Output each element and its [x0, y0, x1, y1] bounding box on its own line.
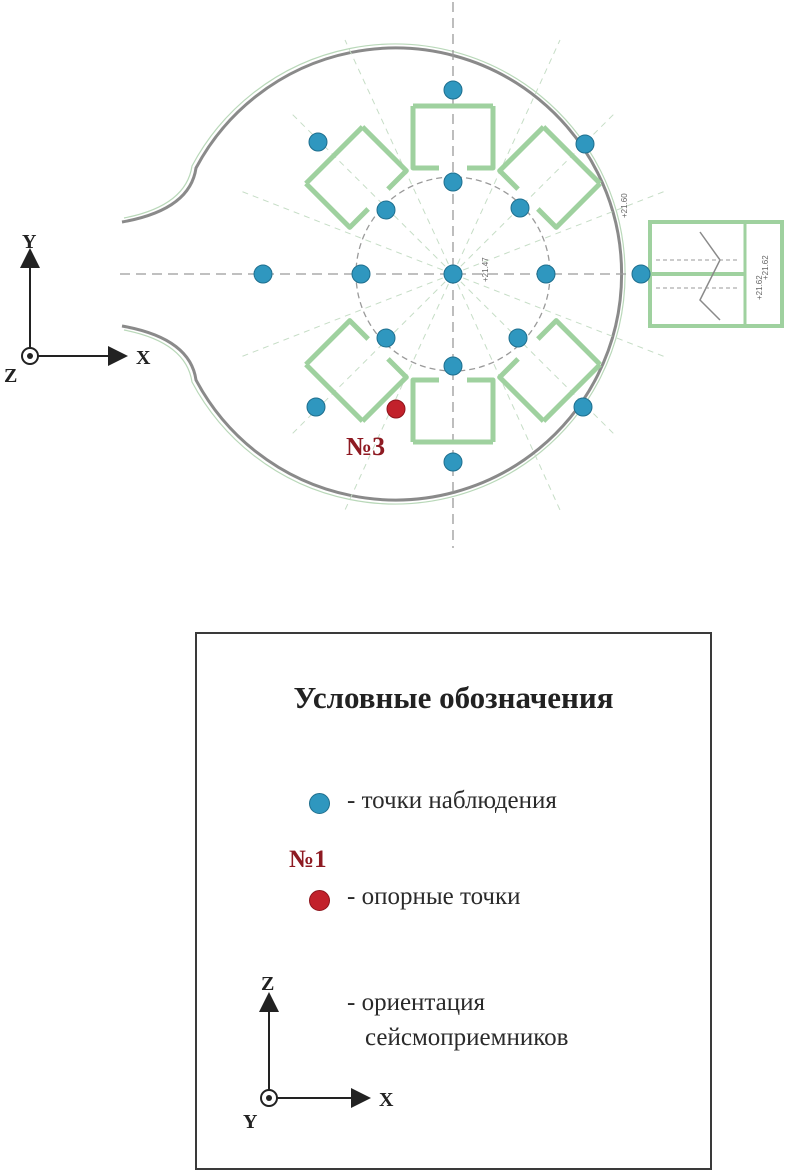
observation-point — [575, 134, 595, 154]
structure-brackets — [304, 103, 602, 445]
plan-axes: Y X Z — [4, 231, 151, 387]
dimension-label: +21.47 — [481, 257, 490, 282]
observation-point — [443, 172, 463, 192]
legend-orientation-axes: Z X Y — [243, 974, 394, 1133]
observation-point — [306, 397, 326, 417]
legend-reference-text: - опорные точки — [347, 883, 521, 910]
observation-point-symbol — [309, 793, 330, 814]
observation-point — [376, 328, 396, 348]
legend-panel: Условные обозначения - точки наблюдения … — [195, 632, 712, 1170]
observation-point — [443, 264, 463, 284]
legend-axis-z-label: Z — [261, 974, 274, 995]
legend-axis-x-label: X — [379, 1089, 394, 1111]
observation-point — [443, 452, 463, 472]
plan-axis-z-label: Z — [4, 365, 17, 387]
dimension-label: +21.62 — [761, 255, 770, 280]
reference-point — [386, 399, 406, 419]
observation-point — [253, 264, 273, 284]
reference-point-symbol — [309, 890, 330, 911]
plan-drawing: +21.62 +21.62 +21.60 +21.47 №3 Y X Z — [4, 2, 784, 548]
legend-reference-label: №1 — [289, 846, 327, 873]
plan-axis-x-label: X — [136, 347, 151, 369]
plan-axis-y-label: Y — [22, 231, 37, 253]
legend-axis-y-label: Y — [243, 1111, 258, 1133]
observation-point — [351, 264, 371, 284]
observation-point — [508, 328, 528, 348]
observation-point — [308, 132, 328, 152]
reference-point-label: №3 — [346, 432, 385, 461]
legend-title: Условные обозначения — [293, 680, 614, 715]
legend-orientation-text-1: - ориентация — [347, 989, 486, 1016]
observation-points — [253, 80, 651, 472]
observation-point — [443, 80, 463, 100]
dimension-label: +21.62 — [755, 275, 764, 300]
observation-point — [573, 397, 593, 417]
observation-point — [536, 264, 556, 284]
observation-point — [631, 264, 651, 284]
dimension-label: +21.60 — [620, 193, 629, 218]
legend-orientation-text-2: сейсмоприемников — [365, 1024, 569, 1051]
observation-point — [376, 200, 396, 220]
observation-point — [443, 356, 463, 376]
legend-observation-text: - точки наблюдения — [347, 787, 557, 814]
observation-point — [510, 198, 530, 218]
